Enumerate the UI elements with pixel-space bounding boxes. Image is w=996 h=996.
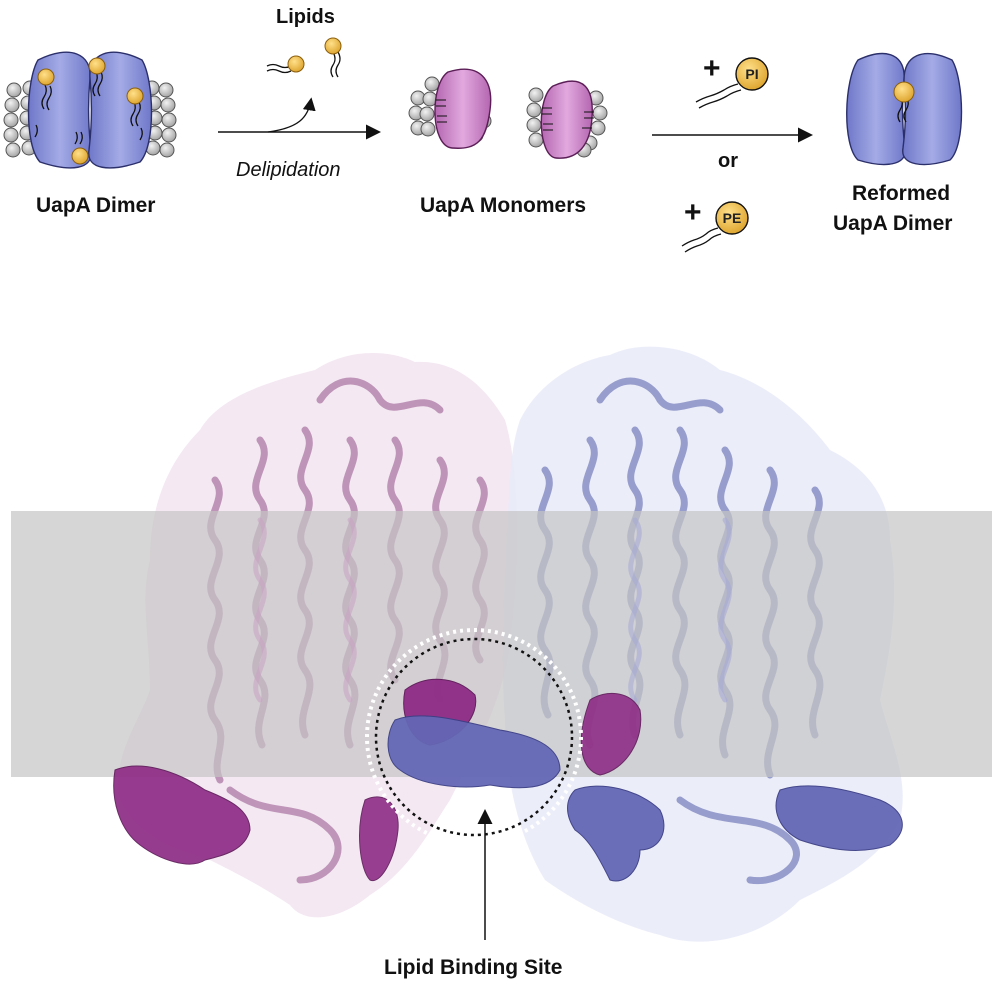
- delipidation-label: Delipidation: [236, 159, 341, 181]
- pe-lipid: PE: [681, 201, 749, 253]
- blue-bound-lipids: [387, 715, 903, 882]
- pi-lipid: PI: [695, 57, 769, 109]
- binding-site-inner-ring: [374, 637, 574, 837]
- uapa-monomers-label: UapA Monomers: [420, 194, 587, 217]
- pink-helices-front: [253, 517, 357, 703]
- blue-helices-front: [628, 517, 732, 703]
- delipidation-arrow: [218, 97, 381, 140]
- reformed-label-line2: UapA Dimer: [833, 212, 953, 235]
- pe-label: PE: [723, 210, 742, 226]
- lipid-tails: [34, 71, 143, 145]
- reformed-dimer-illustration: [846, 52, 963, 166]
- plus-symbol-pi: +: [703, 52, 721, 85]
- pi-label: PI: [745, 66, 758, 82]
- lipid-heads: [37, 57, 144, 165]
- lipid-binding-site-label: Lipid Binding Site: [384, 956, 563, 979]
- uapa-dimer-illustration: [3, 51, 177, 169]
- binding-site-outer-ring: [365, 628, 583, 846]
- uapa-monomers-illustration: [408, 68, 608, 159]
- uapa-structure-render: [11, 346, 992, 942]
- lipids-label: Lipids: [276, 6, 335, 28]
- monomer-grey-belts: [408, 76, 608, 158]
- reformed-label-line1: Reformed: [852, 182, 951, 205]
- reformed-right-protomer: [902, 52, 963, 166]
- plus-symbol-pe: +: [684, 196, 702, 229]
- uapa-dimer-label: UapA Dimer: [36, 194, 156, 217]
- released-lipids: [266, 37, 342, 78]
- monomer-left: [434, 68, 492, 149]
- or-label: or: [718, 150, 738, 172]
- monomer-right: [540, 80, 593, 159]
- reformed-left-protomer: [846, 52, 906, 166]
